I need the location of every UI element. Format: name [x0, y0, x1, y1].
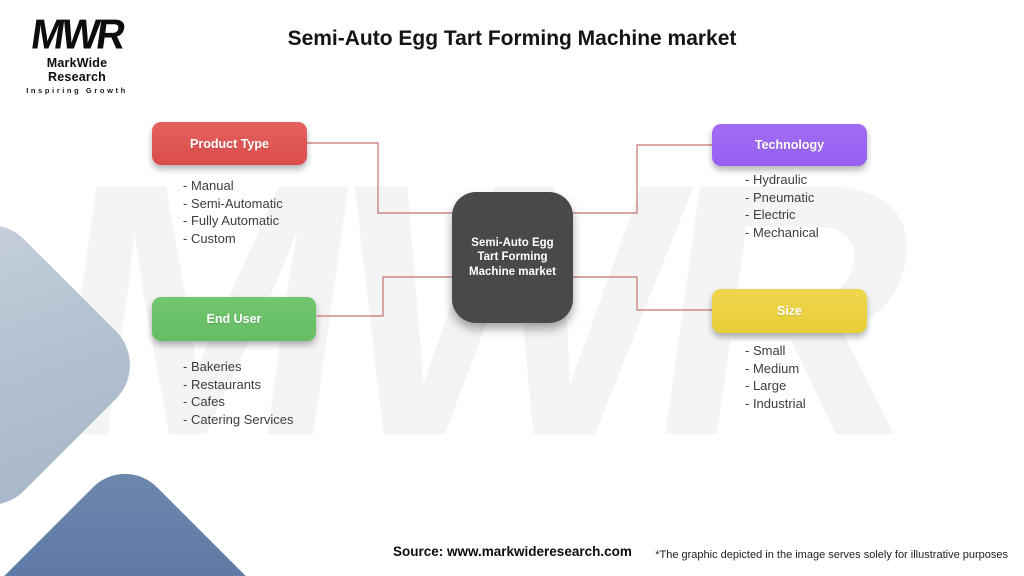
connector-end-user [317, 276, 452, 317]
list-item: - Hydraulic [745, 172, 808, 187]
connector-product-type [307, 142, 452, 214]
list-item: - Manual [183, 178, 234, 193]
category-list-technology: - Hydraulic - Pneumatic - Electric - Mec… [745, 171, 819, 241]
connector-technology [573, 144, 712, 214]
list-item: - Restaurants [183, 376, 262, 392]
category-box-product-type: Product Type [152, 122, 307, 165]
list-item: - Medium [745, 360, 800, 376]
list-item: - Cafes [183, 394, 225, 409]
category-box-size: Size [712, 289, 867, 333]
list-item: - Fully Automatic [183, 213, 280, 228]
category-list-end-user: - Bakeries - Restaurants - Cafes - Cater… [183, 358, 294, 428]
category-label-size: Size [776, 304, 802, 318]
central-market-node-label: Semi-Auto Egg Tart Forming Machine marke… [469, 236, 556, 278]
category-label-product-type: Product Type [190, 136, 269, 151]
list-item: - Industrial [745, 395, 806, 411]
source-text: Source: www.markwideresearch.com [393, 544, 632, 559]
category-box-technology: Technology [712, 124, 867, 166]
central-market-node: Semi-Auto Egg Tart Forming Machine marke… [452, 192, 573, 323]
list-item: - Semi-Automatic [183, 195, 283, 211]
category-label-end-user: End User [206, 312, 262, 326]
disclaimer-text: *The graphic depicted in the image serve… [655, 549, 1008, 561]
logo-tagline: Inspiring Growth [26, 86, 128, 95]
category-list-size: - Small - Medium - Large - Industrial [745, 342, 806, 412]
markwide-research-logo: MWR MarkWide Research Inspiring Growth [22, 12, 132, 95]
list-item: - Electric [745, 207, 796, 222]
connector-size [573, 276, 712, 311]
list-item: - Small [745, 343, 786, 358]
category-box-end-user: End User [152, 297, 316, 341]
list-item: - Catering Services [183, 411, 294, 427]
category-list-product-type: - Manual - Semi-Automatic - Fully Automa… [183, 177, 283, 247]
list-item: - Custom [183, 230, 236, 246]
category-label-technology: Technology [754, 138, 825, 152]
list-item: - Large [745, 378, 787, 393]
list-item: - Mechanical [745, 224, 819, 240]
logo-company-name: MarkWide Research [46, 56, 108, 84]
list-item: - Bakeries [183, 359, 242, 374]
list-item: - Pneumatic [745, 189, 815, 205]
page-title: Semi-Auto Egg Tart Forming Machine marke… [287, 27, 737, 50]
